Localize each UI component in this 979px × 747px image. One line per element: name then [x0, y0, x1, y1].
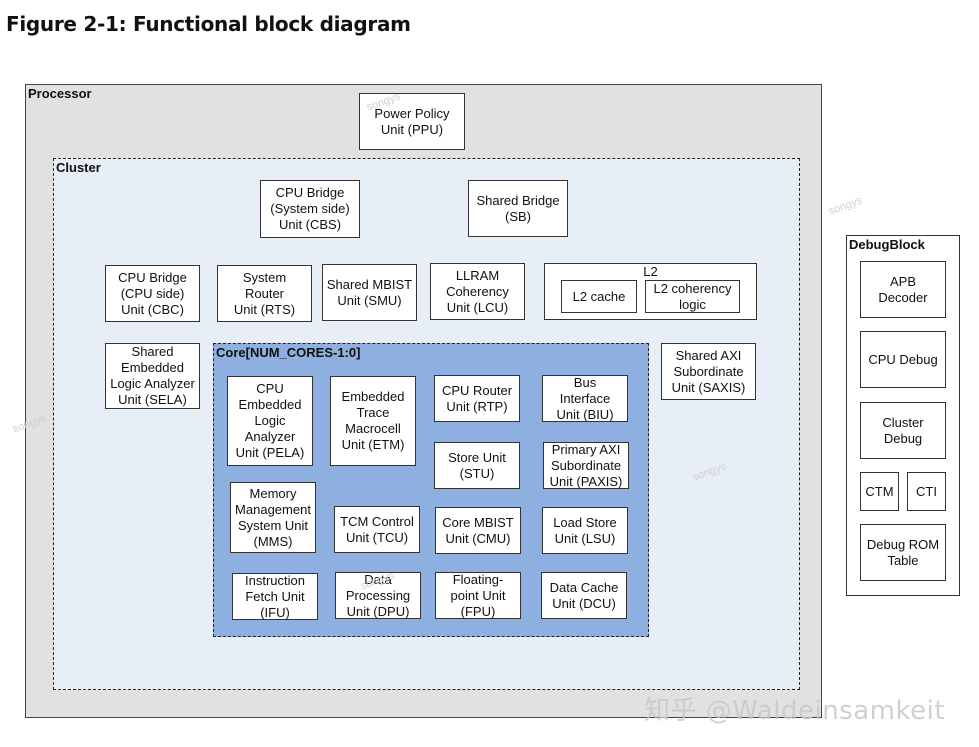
l2-cache-block: L2 cache [561, 280, 637, 313]
dpu-block: Data Processing Unit (DPU) [335, 572, 421, 619]
stu-block: Store Unit (STU) [434, 442, 520, 489]
rts-block: System Router Unit (RTS) [217, 265, 312, 322]
mms-block: Memory Management System Unit (MMS) [230, 482, 316, 553]
smu-block: Shared MBIST Unit (SMU) [322, 264, 417, 321]
sb-block: Shared Bridge (SB) [468, 180, 568, 237]
lsu-block: Load Store Unit (LSU) [542, 507, 628, 554]
l2-coherency-block: L2 coherency logic [645, 280, 740, 313]
debug-rom-table-block: Debug ROM Table [860, 524, 946, 581]
apb-decoder-block: APB Decoder [860, 261, 946, 318]
cluster-label: Cluster [56, 160, 101, 175]
cbc-block: CPU Bridge (CPU side) Unit (CBC) [105, 265, 200, 322]
cmu-block: Core MBIST Unit (CMU) [435, 507, 521, 554]
processor-label: Processor [28, 86, 92, 101]
ppu-block: Power Policy Unit (PPU) [359, 93, 465, 150]
biu-block: Bus Interface Unit (BIU) [542, 375, 628, 422]
figure-title: Figure 2-1: Functional block diagram [6, 12, 411, 36]
cluster-debug-block: Cluster Debug [860, 402, 946, 459]
l2-label: L2 [643, 264, 658, 279]
zhihu-watermark: 知乎 @Waldeinsamkeit [644, 696, 946, 726]
lcu-block: LLRAM Coherency Unit (LCU) [430, 263, 525, 320]
etm-block: Embedded Trace Macrocell Unit (ETM) [330, 376, 416, 466]
watermark-faint: songys [826, 194, 864, 218]
ctm-block: CTM [860, 472, 899, 511]
debugblock-label: DebugBlock [849, 237, 925, 252]
ifu-block: Instruction Fetch Unit (IFU) [232, 573, 318, 620]
tcu-block: TCM Control Unit (TCU) [334, 506, 420, 553]
rtp-block: CPU Router Unit (RTP) [434, 375, 520, 422]
paxis-block: Primary AXI Subordinate Unit (PAXIS) [543, 442, 629, 489]
pela-block: CPU Embedded Logic Analyzer Unit (PELA) [227, 376, 313, 466]
cpu-debug-block: CPU Debug [860, 331, 946, 388]
cti-block: CTI [907, 472, 946, 511]
sela-block: Shared Embedded Logic Analyzer Unit (SEL… [105, 343, 200, 409]
fpu-block: Floating- point Unit (FPU) [435, 572, 521, 619]
dcu-block: Data Cache Unit (DCU) [541, 572, 627, 619]
core-label: Core[NUM_CORES-1:0] [216, 345, 361, 360]
saxis-block: Shared AXI Subordinate Unit (SAXIS) [661, 343, 756, 400]
cbs-block: CPU Bridge (System side) Unit (CBS) [260, 180, 360, 238]
